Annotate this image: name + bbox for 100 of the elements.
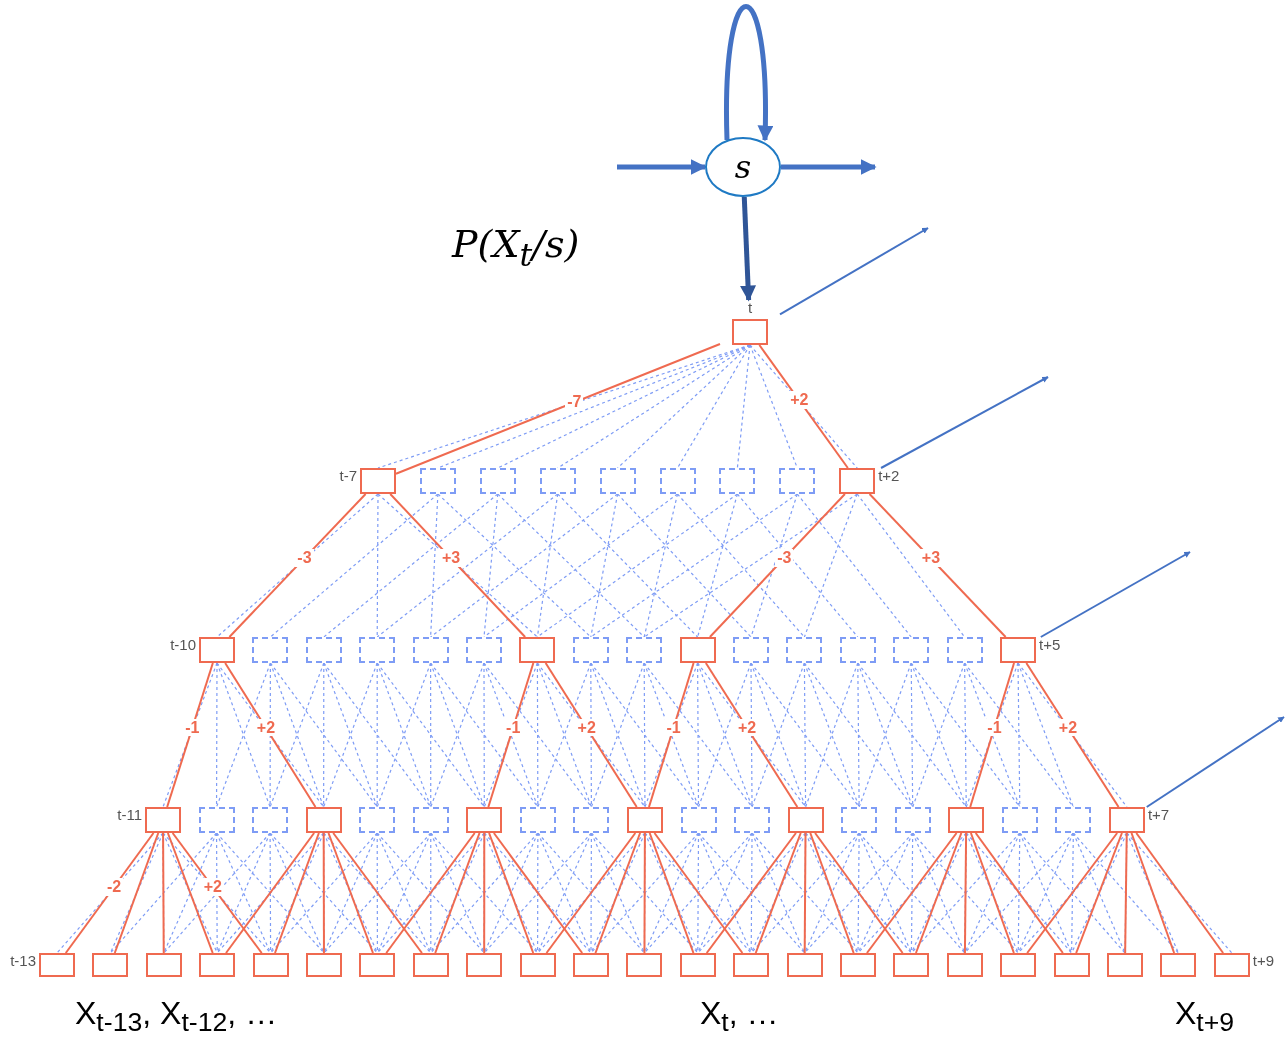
dashed-unit-box (734, 807, 771, 833)
unit-box (252, 953, 289, 977)
dashed-unit-box (198, 807, 235, 833)
arrow (779, 227, 929, 316)
time-step-label: t+7 (1147, 807, 1170, 822)
unit-box (466, 807, 503, 833)
sequence-label: X$_{t}$, … (700, 995, 779, 1039)
dashed-unit-box (572, 637, 609, 663)
connection-line (1130, 832, 1176, 954)
dashed-unit-box (305, 637, 342, 663)
dashed-unit-box (946, 637, 983, 663)
connection-line (322, 832, 325, 954)
dashed-unit-box (573, 807, 610, 833)
unit-box (787, 807, 824, 833)
arrow (880, 376, 1049, 469)
unit-box (412, 953, 449, 977)
dashed-unit-box (359, 637, 396, 663)
unit-box (679, 953, 716, 977)
self-loop-arrow (724, 4, 774, 142)
connection-line (754, 832, 802, 954)
dashed-unit-box (519, 807, 556, 833)
arrow (740, 196, 756, 302)
unit-box (893, 953, 930, 977)
unit-box (948, 807, 985, 833)
unit-box (1000, 953, 1037, 977)
dashed-unit-box (779, 468, 816, 494)
edge-label: +2 (575, 718, 598, 737)
unit-box (359, 953, 396, 977)
connection-line (1025, 662, 1120, 808)
time-step-label: t+9 (1252, 953, 1275, 968)
dashed-unit-box (733, 637, 769, 663)
dashed-unit-box (659, 468, 696, 494)
connection-line (1124, 832, 1128, 954)
connection-line (113, 832, 160, 954)
time-step-label: t (747, 300, 753, 315)
edge-label: +2 (201, 878, 224, 896)
connection-line (704, 662, 799, 808)
connection-line (327, 832, 374, 954)
time-step-label: t+5 (1039, 637, 1061, 652)
connection-line (969, 832, 1015, 954)
unit-box (1160, 953, 1197, 977)
edge-label: -2 (105, 878, 124, 896)
arrow (617, 159, 707, 175)
connection-line (483, 832, 486, 954)
dashed-unit-box (841, 807, 878, 833)
probability-label: P(X$_{t}$/s) (452, 222, 580, 273)
unit-box (573, 953, 609, 977)
connection-line (648, 832, 695, 954)
connection-line (969, 662, 1016, 808)
connection-line (385, 832, 476, 954)
dashed-unit-box (893, 637, 930, 663)
unit-box (145, 953, 182, 977)
dashed-unit-box (599, 468, 636, 494)
unit-box (92, 953, 129, 977)
connection-line (803, 832, 807, 954)
edge-label: -1 (183, 718, 202, 737)
connection-line (809, 832, 855, 954)
time-step-label: t-11 (117, 807, 142, 822)
connection-line (653, 832, 744, 954)
dashed-unit-box (1001, 807, 1038, 833)
dashed-unit-box (479, 468, 516, 494)
dashed-unit-box (359, 807, 396, 833)
edge-label: +3 (919, 549, 943, 567)
connection-line (487, 662, 535, 808)
edge-label: +3 (439, 549, 463, 567)
unit-box (840, 953, 876, 977)
connection-line (544, 662, 638, 808)
arrow (1039, 551, 1191, 638)
dashed-unit-box (894, 807, 931, 833)
connection-line (705, 832, 797, 954)
connection-line (492, 832, 584, 954)
dashed-unit-box (252, 807, 289, 833)
dashed-unit-box (786, 637, 823, 663)
connection-line (166, 662, 214, 808)
connection-line (1026, 832, 1119, 954)
connection-line (758, 344, 849, 469)
connection-line (434, 832, 481, 954)
connection-line (545, 832, 637, 954)
dashed-unit-box (412, 807, 449, 833)
connection-line (963, 832, 968, 954)
dashed-unit-box (252, 637, 289, 663)
connection-line (162, 832, 165, 954)
unit-box (946, 953, 983, 977)
connection-line (974, 832, 1064, 954)
unit-box (626, 953, 663, 977)
unit-box (1053, 953, 1090, 977)
dashed-unit-box (839, 637, 876, 663)
unit-box (679, 637, 716, 663)
edge-label: -1 (985, 718, 1004, 737)
edge-label: -7 (565, 393, 584, 411)
edge-label: +2 (788, 391, 811, 409)
unit-box (733, 953, 770, 977)
time-step-label: t-7 (339, 468, 357, 483)
dashed-unit-box (719, 468, 756, 494)
arrow (1145, 716, 1285, 808)
unit-box (305, 807, 342, 833)
unit-box (626, 807, 663, 833)
unit-box (519, 637, 556, 663)
edge-label: -1 (504, 718, 523, 737)
unit-box (199, 953, 236, 977)
